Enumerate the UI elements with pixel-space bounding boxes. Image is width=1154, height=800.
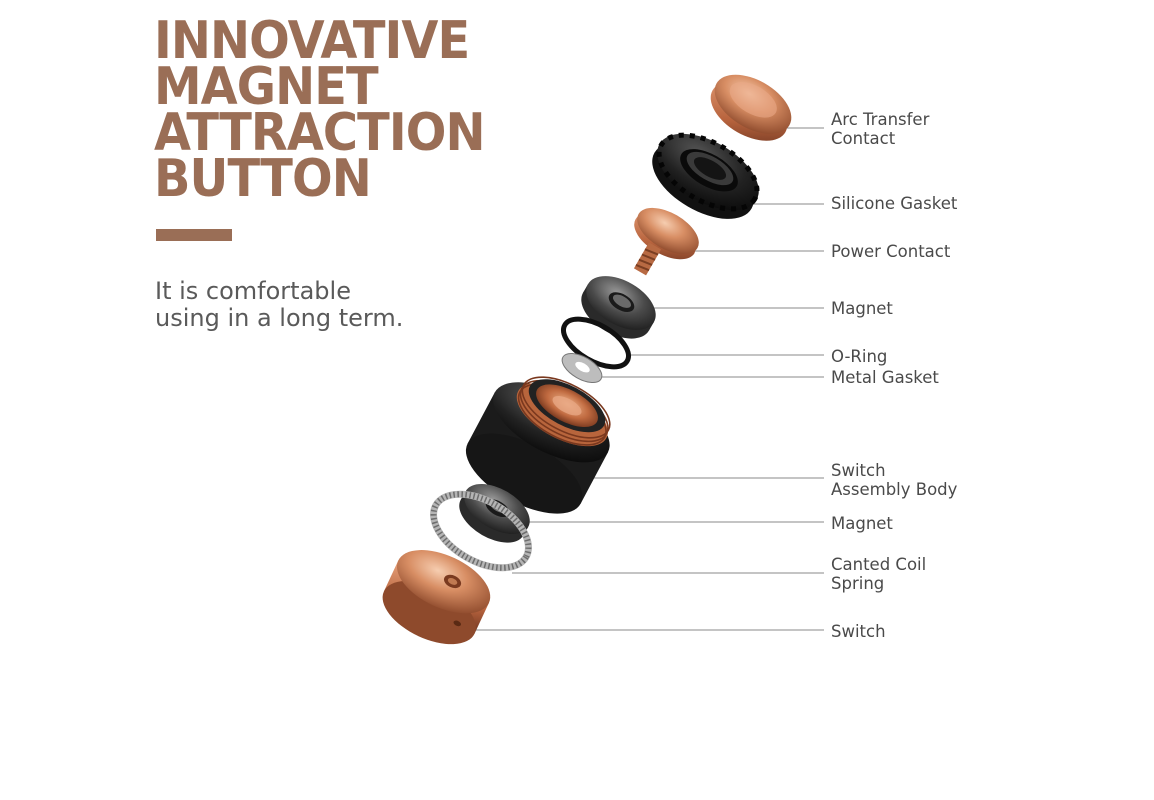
label-switch: Switch bbox=[831, 622, 886, 641]
label-power-contact: Power Contact bbox=[831, 242, 950, 261]
label-metal-gasket: Metal Gasket bbox=[831, 368, 939, 387]
headline-line: INNOVATIVE bbox=[154, 11, 470, 71]
label-switch-assembly-body: Switch Assembly Body bbox=[831, 461, 957, 499]
switch-assembly-body-part bbox=[465, 376, 611, 514]
canted-coil-spring-part bbox=[430, 490, 532, 572]
metal-gasket-part bbox=[561, 352, 603, 384]
label-line: Contact bbox=[831, 129, 896, 148]
power-contact-part bbox=[633, 207, 699, 276]
label-canted-coil-spring: Canted Coil Spring bbox=[831, 555, 926, 593]
label-line: Silicone Gasket bbox=[831, 194, 958, 213]
silicone-gasket-part bbox=[652, 132, 760, 219]
label-magnet-bottom: Magnet bbox=[831, 514, 893, 533]
label-magnet-top: Magnet bbox=[831, 299, 893, 318]
label-line: Arc Transfer bbox=[831, 110, 930, 129]
label-arc-transfer-contact: Arc Transfer Contact bbox=[831, 110, 929, 148]
label-line: Metal Gasket bbox=[831, 368, 939, 387]
headline-line: BUTTON bbox=[154, 149, 372, 209]
label-line: O-Ring bbox=[831, 347, 888, 366]
label-line: Spring bbox=[831, 574, 885, 593]
headline-line: MAGNET bbox=[154, 57, 379, 117]
subtitle-line: using in a long term. bbox=[155, 304, 404, 332]
label-silicone-gasket: Silicone Gasket bbox=[831, 194, 957, 213]
label-line: Switch bbox=[831, 622, 886, 641]
label-line: Power Contact bbox=[831, 242, 951, 261]
accent-divider bbox=[156, 229, 232, 241]
leader-lines bbox=[468, 127, 824, 631]
subtitle: It is comfortable using in a long term. bbox=[155, 278, 403, 332]
label-o-ring: O-Ring bbox=[831, 347, 887, 366]
label-line: Magnet bbox=[831, 299, 893, 318]
label-line: Magnet bbox=[831, 514, 893, 533]
label-line: Canted Coil bbox=[831, 555, 927, 574]
headline: INNOVATIVE MAGNET ATTRACTION BUTTON bbox=[154, 11, 513, 209]
arc-transfer-contact-part bbox=[710, 74, 792, 141]
switch-part bbox=[382, 550, 491, 645]
label-line: Assembly Body bbox=[831, 480, 958, 499]
label-line: Switch bbox=[831, 461, 886, 480]
headline-line: ATTRACTION bbox=[154, 103, 486, 163]
subtitle-line: It is comfortable bbox=[155, 277, 351, 305]
